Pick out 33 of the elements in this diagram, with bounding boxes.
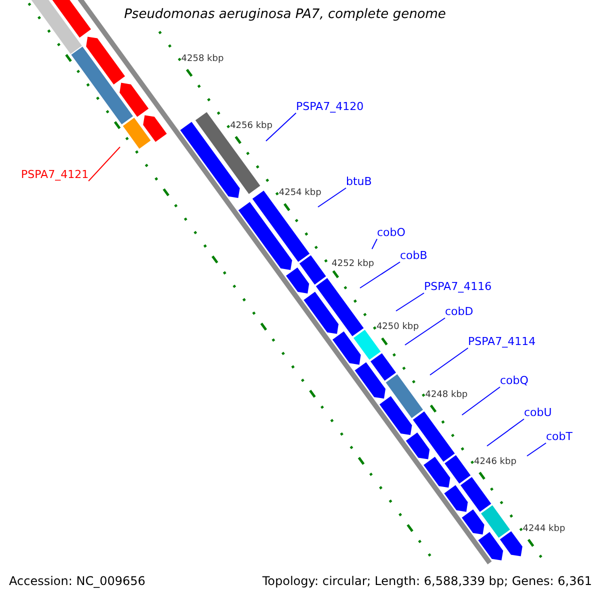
gene-label: cobB [400, 249, 428, 262]
scale-label: 4254 kbp [278, 187, 322, 200]
gene-label: cobQ [500, 374, 528, 387]
genome-info-text: Topology: circular; Length: 6,588,339 bp; Genes: 6,361 [262, 575, 592, 588]
leader-line [372, 238, 378, 250]
diagram-title: Pseudomonas aeruginosa PA7, complete genome [123, 8, 447, 21]
gene-label: cobU [524, 406, 552, 419]
scale-label: 4244 kbp [522, 522, 566, 536]
leader-line [318, 188, 346, 208]
scale-label: 4248 kbp [425, 388, 468, 402]
scale-label: 4250 kbp [376, 321, 419, 334]
gene-label: PSPA7_4116 [424, 280, 492, 293]
leader-line [88, 146, 120, 182]
leader-line [360, 262, 400, 288]
gene-label: cobO [377, 226, 406, 239]
gene-label: cobD [445, 305, 474, 318]
leader-line [486, 418, 524, 446]
leader-line [430, 348, 468, 376]
gene-label: PSPA7_4120 [296, 100, 364, 113]
scale-label: 4246 kbp [474, 456, 516, 469]
leader-line [266, 112, 296, 142]
gene-label: PSPA7_4121 [21, 168, 89, 181]
scale-label: 4258 kbp [181, 52, 224, 66]
scale-label: 4256 kbp [230, 120, 272, 133]
accession-text: Accession: NC_009656 [9, 575, 146, 588]
gene-label: PSPA7_4114 [468, 335, 536, 348]
leader-line [396, 292, 424, 312]
gene-label: cobT [546, 430, 572, 443]
scale-label: 4252 kbp [332, 258, 374, 272]
leader-line [404, 318, 446, 346]
gene-label: btuB [346, 175, 372, 188]
leader-line [462, 386, 500, 416]
leader-line [526, 442, 546, 456]
